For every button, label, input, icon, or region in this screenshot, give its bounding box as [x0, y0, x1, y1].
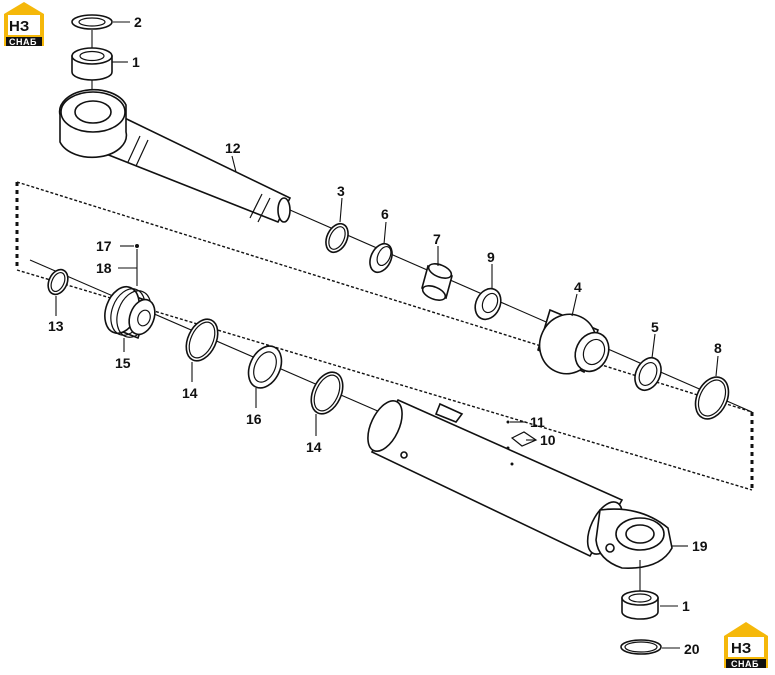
callout-19: 19	[692, 538, 708, 554]
callout-5: 5	[651, 319, 659, 335]
logo-bottom-right: НЗ СНАБ	[724, 622, 768, 669]
o-ring-3	[325, 222, 349, 254]
callout-14-b: 14	[306, 439, 322, 455]
o-ring-8	[694, 376, 730, 420]
callout-1-top: 1	[132, 54, 140, 70]
cylinder-tube	[367, 398, 673, 569]
wear-ring-14a	[185, 318, 219, 362]
callout-18: 18	[96, 260, 112, 276]
callout-9: 9	[487, 249, 495, 265]
bushing-7	[421, 263, 453, 301]
callout-4: 4	[574, 279, 582, 295]
callout-13: 13	[48, 318, 64, 334]
callout-10: 10	[540, 432, 556, 448]
ring-13	[47, 268, 69, 296]
callout-16: 16	[246, 411, 262, 427]
leader-lines	[55, 21, 719, 649]
bottom-bushing	[621, 590, 659, 620]
callout-labels: 2 1 12 3 6 7 9 4 5 8 17 18 13 15 14 16 1…	[48, 14, 722, 657]
callout-6: 6	[381, 206, 389, 222]
callout-20: 20	[684, 641, 700, 657]
callout-17: 17	[96, 238, 112, 254]
logo-top-left: НЗ СНАБ	[4, 2, 44, 47]
piston-15	[104, 285, 156, 340]
piston-rod	[58, 88, 292, 224]
callout-7: 7	[433, 231, 441, 247]
seal-5	[634, 356, 662, 392]
logo-top-main-text: НЗ	[9, 18, 29, 35]
callout-1-bottom: 1	[682, 598, 690, 614]
seal-9	[474, 287, 502, 321]
callout-14-a: 14	[182, 385, 198, 401]
callout-8: 8	[714, 340, 722, 356]
callout-12: 12	[225, 140, 241, 156]
logo-bottom-main-text: НЗ	[731, 640, 751, 657]
bottom-ring	[620, 639, 662, 655]
seal-16	[247, 345, 283, 389]
top-bushing	[71, 47, 113, 81]
seal-6	[369, 242, 393, 274]
callout-2: 2	[134, 14, 142, 30]
logo-top-sub-text: СНАБ	[9, 37, 37, 47]
cylinder-head-4	[537, 308, 610, 375]
wear-ring-14b	[310, 371, 344, 415]
logo-bottom-sub-text: СНАБ	[731, 659, 759, 669]
callout-11: 11	[530, 414, 545, 430]
top-seal-ring	[71, 14, 113, 30]
callout-3: 3	[337, 183, 345, 199]
callout-15: 15	[115, 355, 131, 371]
